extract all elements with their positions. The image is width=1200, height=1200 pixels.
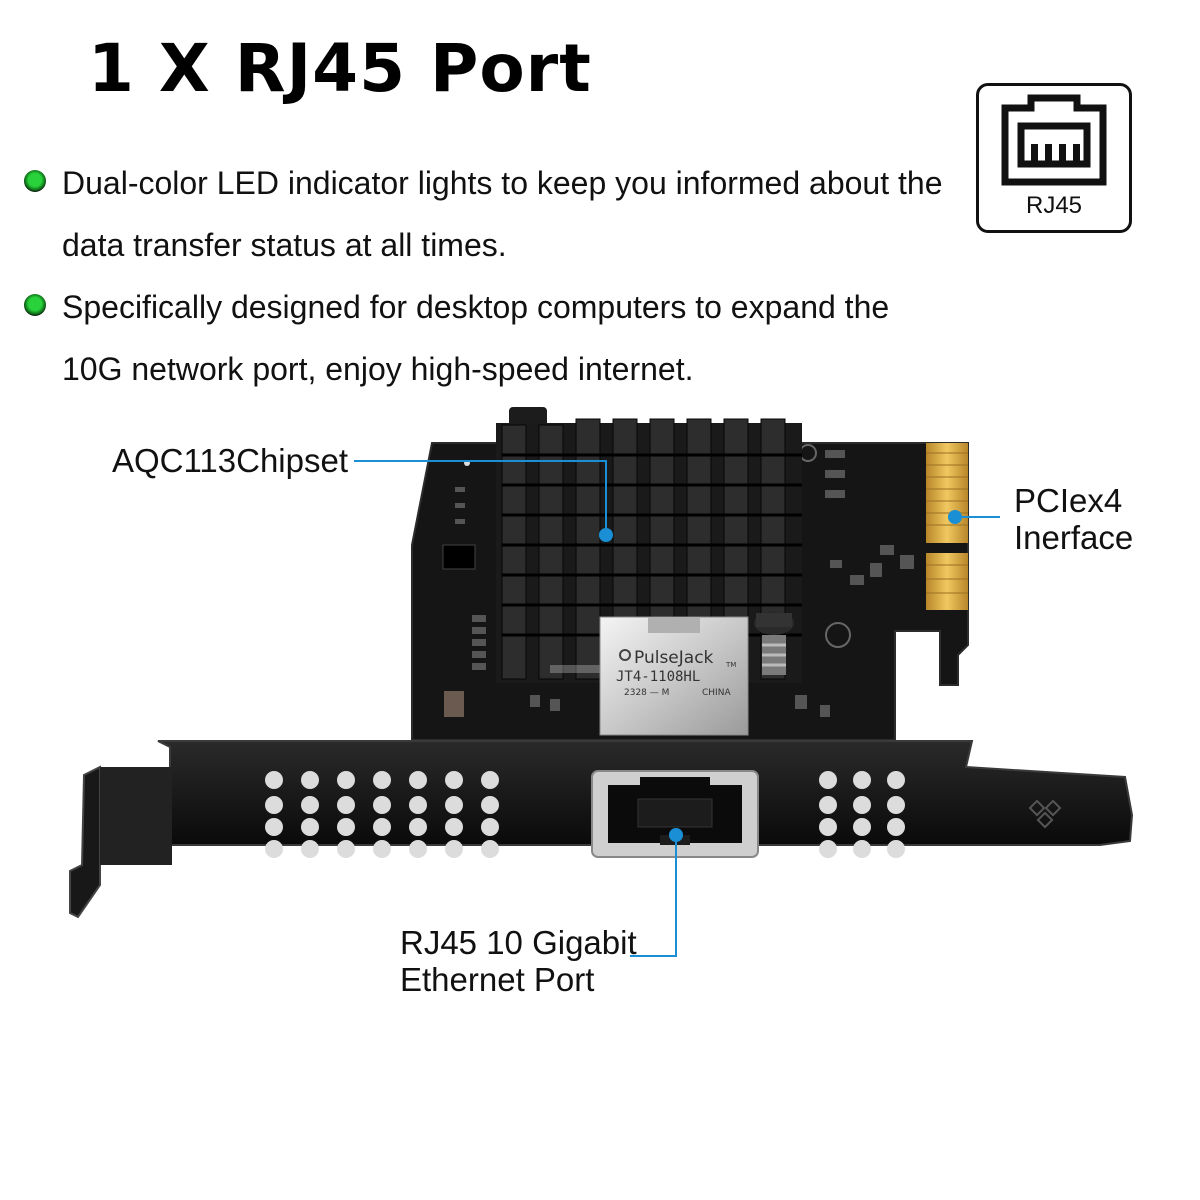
chipset-marker-dot bbox=[599, 528, 613, 542]
chipset-leader-line bbox=[354, 460, 607, 535]
pulsejack-transformer: PulseJack TM JT4-1108HL 2328 — M CHINA bbox=[599, 616, 749, 736]
pcie-callout: PCIex4 Inerface bbox=[1014, 482, 1134, 557]
vent-holes-left bbox=[265, 771, 499, 858]
port-callout-line: Ethernet Port bbox=[400, 960, 595, 998]
rj45-badge: RJ45 bbox=[976, 83, 1132, 233]
feature-item: Specifically designed for desktop comput… bbox=[22, 276, 952, 400]
port-leader-line bbox=[630, 835, 677, 957]
pcie-callout-line: PCIex4 bbox=[1014, 482, 1123, 519]
network-card-illustration: PulseJack TM JT4-1108HL 2328 — M CHINA bbox=[69, 407, 1134, 919]
jack-tm-text: TM bbox=[725, 661, 736, 669]
port-callout-line: RJ45 10 Gigabit bbox=[400, 924, 637, 961]
rj45-port-icon bbox=[1001, 94, 1107, 186]
rj45-jack-opening bbox=[591, 770, 759, 858]
feature-text: Dual-color LED indicator lights to keep … bbox=[62, 165, 943, 263]
green-led-bullet-icon bbox=[24, 294, 46, 316]
port-marker-dot bbox=[669, 828, 683, 842]
green-led-bullet-icon bbox=[24, 170, 46, 192]
chipset-callout: AQC113Chipset bbox=[112, 442, 349, 479]
io-bracket bbox=[69, 740, 1134, 919]
ethernet-port-callout: RJ45 10 Gigabit Ethernet Port bbox=[400, 924, 637, 999]
page-title: 1 X RJ45 Port bbox=[88, 30, 592, 107]
vent-holes-right bbox=[819, 771, 905, 858]
feature-text: Specifically designed for desktop comput… bbox=[62, 289, 890, 387]
jack-brand-text: PulseJack bbox=[634, 648, 714, 668]
retention-screw bbox=[754, 611, 794, 675]
jack-code-text: 2328 — M bbox=[624, 688, 669, 698]
pcie-callout-line: Inerface bbox=[1014, 518, 1134, 556]
feature-list: Dual-color LED indicator lights to keep … bbox=[22, 152, 952, 400]
rj45-badge-label: RJ45 bbox=[1025, 192, 1083, 219]
feature-item: Dual-color LED indicator lights to keep … bbox=[22, 152, 952, 276]
pcie-marker-dot bbox=[948, 510, 962, 524]
jack-model-text: JT4-1108HL bbox=[616, 669, 700, 685]
jack-origin-text: CHINA bbox=[702, 688, 731, 698]
